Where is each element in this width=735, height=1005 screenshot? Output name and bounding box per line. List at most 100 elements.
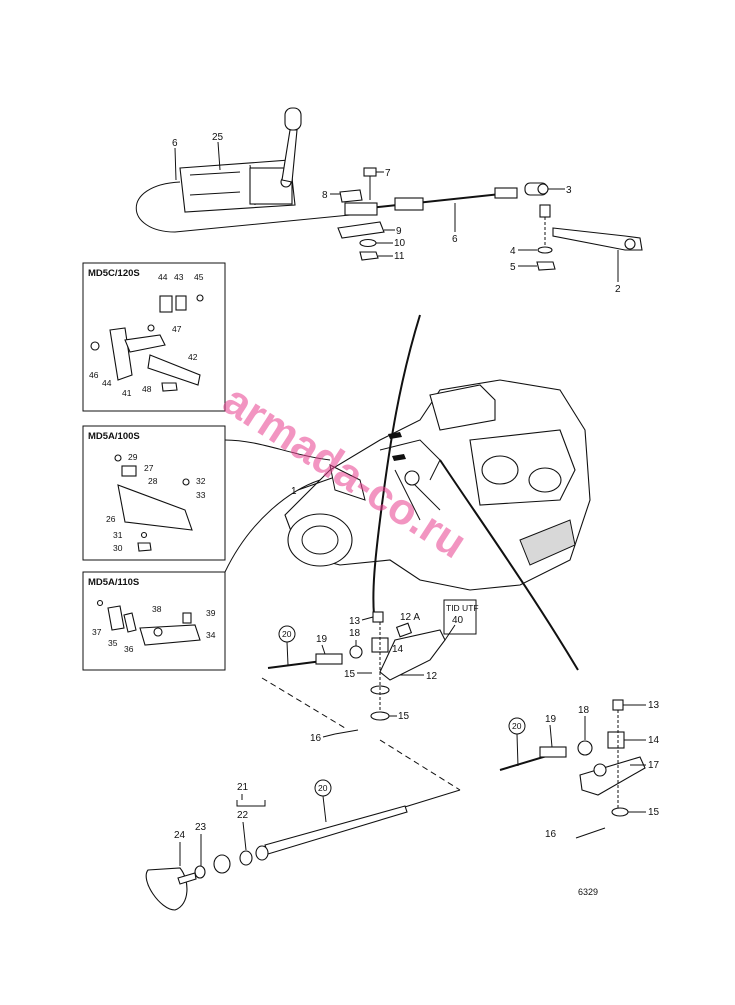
label-part: 37 <box>92 627 102 637</box>
label-part: 45 <box>194 272 204 282</box>
label-part: 46 <box>89 370 99 380</box>
label-part: 18 <box>349 628 361 639</box>
label-part: 25 <box>212 132 224 143</box>
label-part: 41 <box>122 388 132 398</box>
bracket-42 <box>147 354 201 386</box>
throttle-cable-main <box>439 459 579 671</box>
label-part: 22 <box>237 810 249 821</box>
bracket-plate <box>337 221 385 239</box>
label-part: 6 <box>452 234 458 245</box>
inset-title: MD5A/100S <box>88 431 140 442</box>
tid-utf-box <box>443 599 477 635</box>
cable-end-left <box>344 202 378 216</box>
engine-block <box>284 379 591 591</box>
cylinder-head <box>429 384 496 431</box>
cable-end-left-assembly <box>261 653 461 791</box>
cable-sleeve <box>394 197 424 211</box>
label-part: 21 <box>237 782 249 793</box>
inset-frame <box>82 262 226 412</box>
label-part: 34 <box>206 630 216 640</box>
control-lever <box>281 129 298 183</box>
inset-md5a-100s: MD5A/100S <box>82 425 226 561</box>
label-part: 19 <box>316 634 328 645</box>
lever-17 <box>579 756 646 796</box>
label-part: 13 <box>349 616 361 627</box>
label-part: 7 <box>385 168 391 179</box>
label-part: 28 <box>148 476 158 486</box>
label-part: 29 <box>128 452 138 462</box>
label-part: 42 <box>188 352 198 362</box>
label-part: 5 <box>510 262 516 273</box>
circled-labels: 20 20 20 <box>278 625 526 823</box>
lever-12-assembly: TID UTF 40 <box>349 599 479 721</box>
part-labels: 6 25 7 8 3 9 10 11 6 4 5 2 1 13 12 A 18 … <box>172 132 660 866</box>
label-part: 17 <box>648 760 660 771</box>
label-part: 11 <box>394 251 405 262</box>
bracket-1 <box>329 464 366 501</box>
inset-title: MD5C/120S <box>88 268 140 279</box>
inset-md5c-120s: MD5C/120S <box>82 262 226 412</box>
label-part: 15 <box>398 711 410 722</box>
starter-ring <box>519 519 576 566</box>
label-part: 14 <box>392 644 404 655</box>
drawing-number: 6329 <box>578 887 598 897</box>
label-part: 27 <box>144 463 154 473</box>
inset-frame <box>82 571 226 671</box>
flywheel-housing <box>287 513 353 567</box>
engine <box>284 379 591 591</box>
label-part: 19 <box>545 714 557 725</box>
label-part: 14 <box>648 735 660 746</box>
label-part: 4 <box>510 246 516 257</box>
label-part: 12 <box>426 671 438 682</box>
tid-utf-label: TID UTF <box>446 603 479 613</box>
pull-handle <box>145 867 188 911</box>
inset-md5a-110s: MD5A/110S <box>82 571 226 671</box>
inset-frame <box>82 425 226 561</box>
control-cable-loop <box>135 181 351 233</box>
stop-cable <box>372 314 421 616</box>
lever-knob <box>284 107 302 131</box>
label-part: 15 <box>648 807 660 818</box>
label-circled-part: 20 <box>512 721 522 731</box>
label-part: 48 <box>142 384 152 394</box>
label-part: 15 <box>344 669 356 680</box>
label-part: 1 <box>291 486 297 497</box>
label-part: 6 <box>172 138 178 149</box>
label-part: 16 <box>310 733 322 744</box>
label-part: 23 <box>195 822 207 833</box>
label-part: 30 <box>113 543 123 553</box>
inset-labels: 44 43 45 47 46 44 41 42 48 29 27 28 32 3… <box>89 272 216 654</box>
tid-utf-value: 40 <box>452 615 464 626</box>
label-part: 33 <box>196 490 206 500</box>
remote-control-assembly <box>135 107 643 271</box>
label-part: 47 <box>172 324 182 334</box>
label-circled-part: 20 <box>282 629 292 639</box>
pull-handle-assembly <box>145 789 461 911</box>
label-part: 26 <box>106 514 116 524</box>
label-part: 16 <box>545 829 557 840</box>
label-part: 31 <box>113 530 123 540</box>
label-circled-part: 20 <box>318 783 328 793</box>
label-part: 10 <box>394 238 406 249</box>
label-part: 9 <box>396 226 402 237</box>
label-part: 18 <box>578 705 590 716</box>
label-part: 3 <box>566 185 572 196</box>
label-part: 8 <box>322 190 328 201</box>
label-part: 39 <box>206 608 216 618</box>
label-part: 12 A <box>400 612 420 623</box>
label-part: 35 <box>108 638 118 648</box>
bracket-26 <box>117 484 193 531</box>
label-part: 44 <box>102 378 112 388</box>
label-part: 24 <box>174 830 186 841</box>
lever-arm <box>552 227 643 251</box>
label-part: 38 <box>152 604 162 614</box>
label-part: 44 <box>158 272 168 282</box>
label-part: 43 <box>174 272 184 282</box>
bracket-34 <box>139 624 201 646</box>
label-part: 2 <box>615 284 621 295</box>
label-part: 36 <box>124 644 134 654</box>
label-part: 32 <box>196 476 206 486</box>
label-part: 13 <box>648 700 660 711</box>
